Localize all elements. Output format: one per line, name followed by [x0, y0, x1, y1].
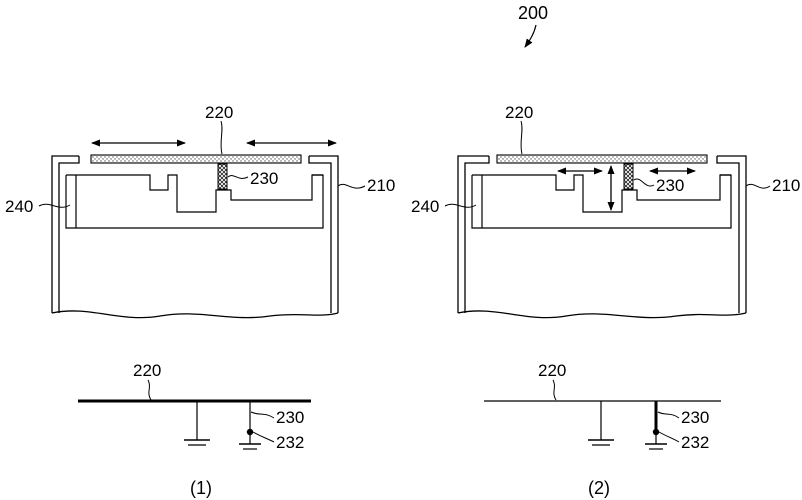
panel-2: 220 230 210 240 220 230 232 (2)	[411, 103, 800, 498]
panel-1: 220 230 210 240 220 230 232 (1)	[5, 103, 395, 498]
circuit-leader-232	[252, 431, 275, 443]
cavity	[65, 174, 324, 229]
bracket-240	[75, 174, 323, 228]
label-210: 210	[772, 176, 800, 195]
label-240: 240	[411, 197, 439, 216]
circuit-label-230: 230	[681, 408, 709, 427]
circuit-label-232: 232	[276, 433, 304, 452]
circuit-leader-230	[657, 411, 680, 419]
label-210: 210	[367, 176, 395, 195]
board-220	[496, 154, 708, 164]
panel-caption-1: (1)	[190, 478, 212, 498]
circuit-leader-232	[658, 431, 680, 443]
label-240: 240	[5, 197, 33, 216]
label-220: 220	[205, 103, 233, 122]
label-230: 230	[656, 176, 684, 195]
circuit-2: 220 230 232	[484, 361, 721, 452]
circuit-label-232: 232	[681, 433, 709, 452]
label-230: 230	[250, 169, 278, 188]
circuit-1: 220 230 232	[78, 361, 311, 452]
leader-230	[633, 178, 655, 187]
circuit-label-220: 220	[538, 361, 566, 380]
leader-220	[520, 120, 523, 155]
leader-220	[220, 120, 223, 155]
leader-240	[38, 203, 71, 208]
leader-230	[227, 175, 249, 179]
leader-210	[337, 183, 366, 189]
board-220	[90, 154, 302, 164]
contact-230	[623, 163, 634, 190]
leader-240	[444, 203, 477, 208]
label-220: 220	[505, 103, 533, 122]
circuit-leader-220	[552, 379, 557, 401]
housing-210	[51, 155, 339, 313]
panel-caption-2: (2)	[588, 478, 610, 498]
contact-230	[217, 163, 228, 190]
leader-210	[745, 183, 771, 189]
circuit-leader-220	[147, 379, 152, 401]
cut-edge	[51, 310, 339, 319]
housing-210	[457, 155, 747, 313]
circuit-leader-230	[250, 411, 275, 419]
bracket-240	[481, 174, 731, 228]
cavity	[471, 174, 732, 229]
figure-number-arrow	[524, 24, 537, 48]
circuit-label-230: 230	[276, 408, 304, 427]
figure-number: 200	[518, 3, 548, 23]
circuit-label-220: 220	[133, 361, 161, 380]
cut-edge	[457, 310, 747, 319]
